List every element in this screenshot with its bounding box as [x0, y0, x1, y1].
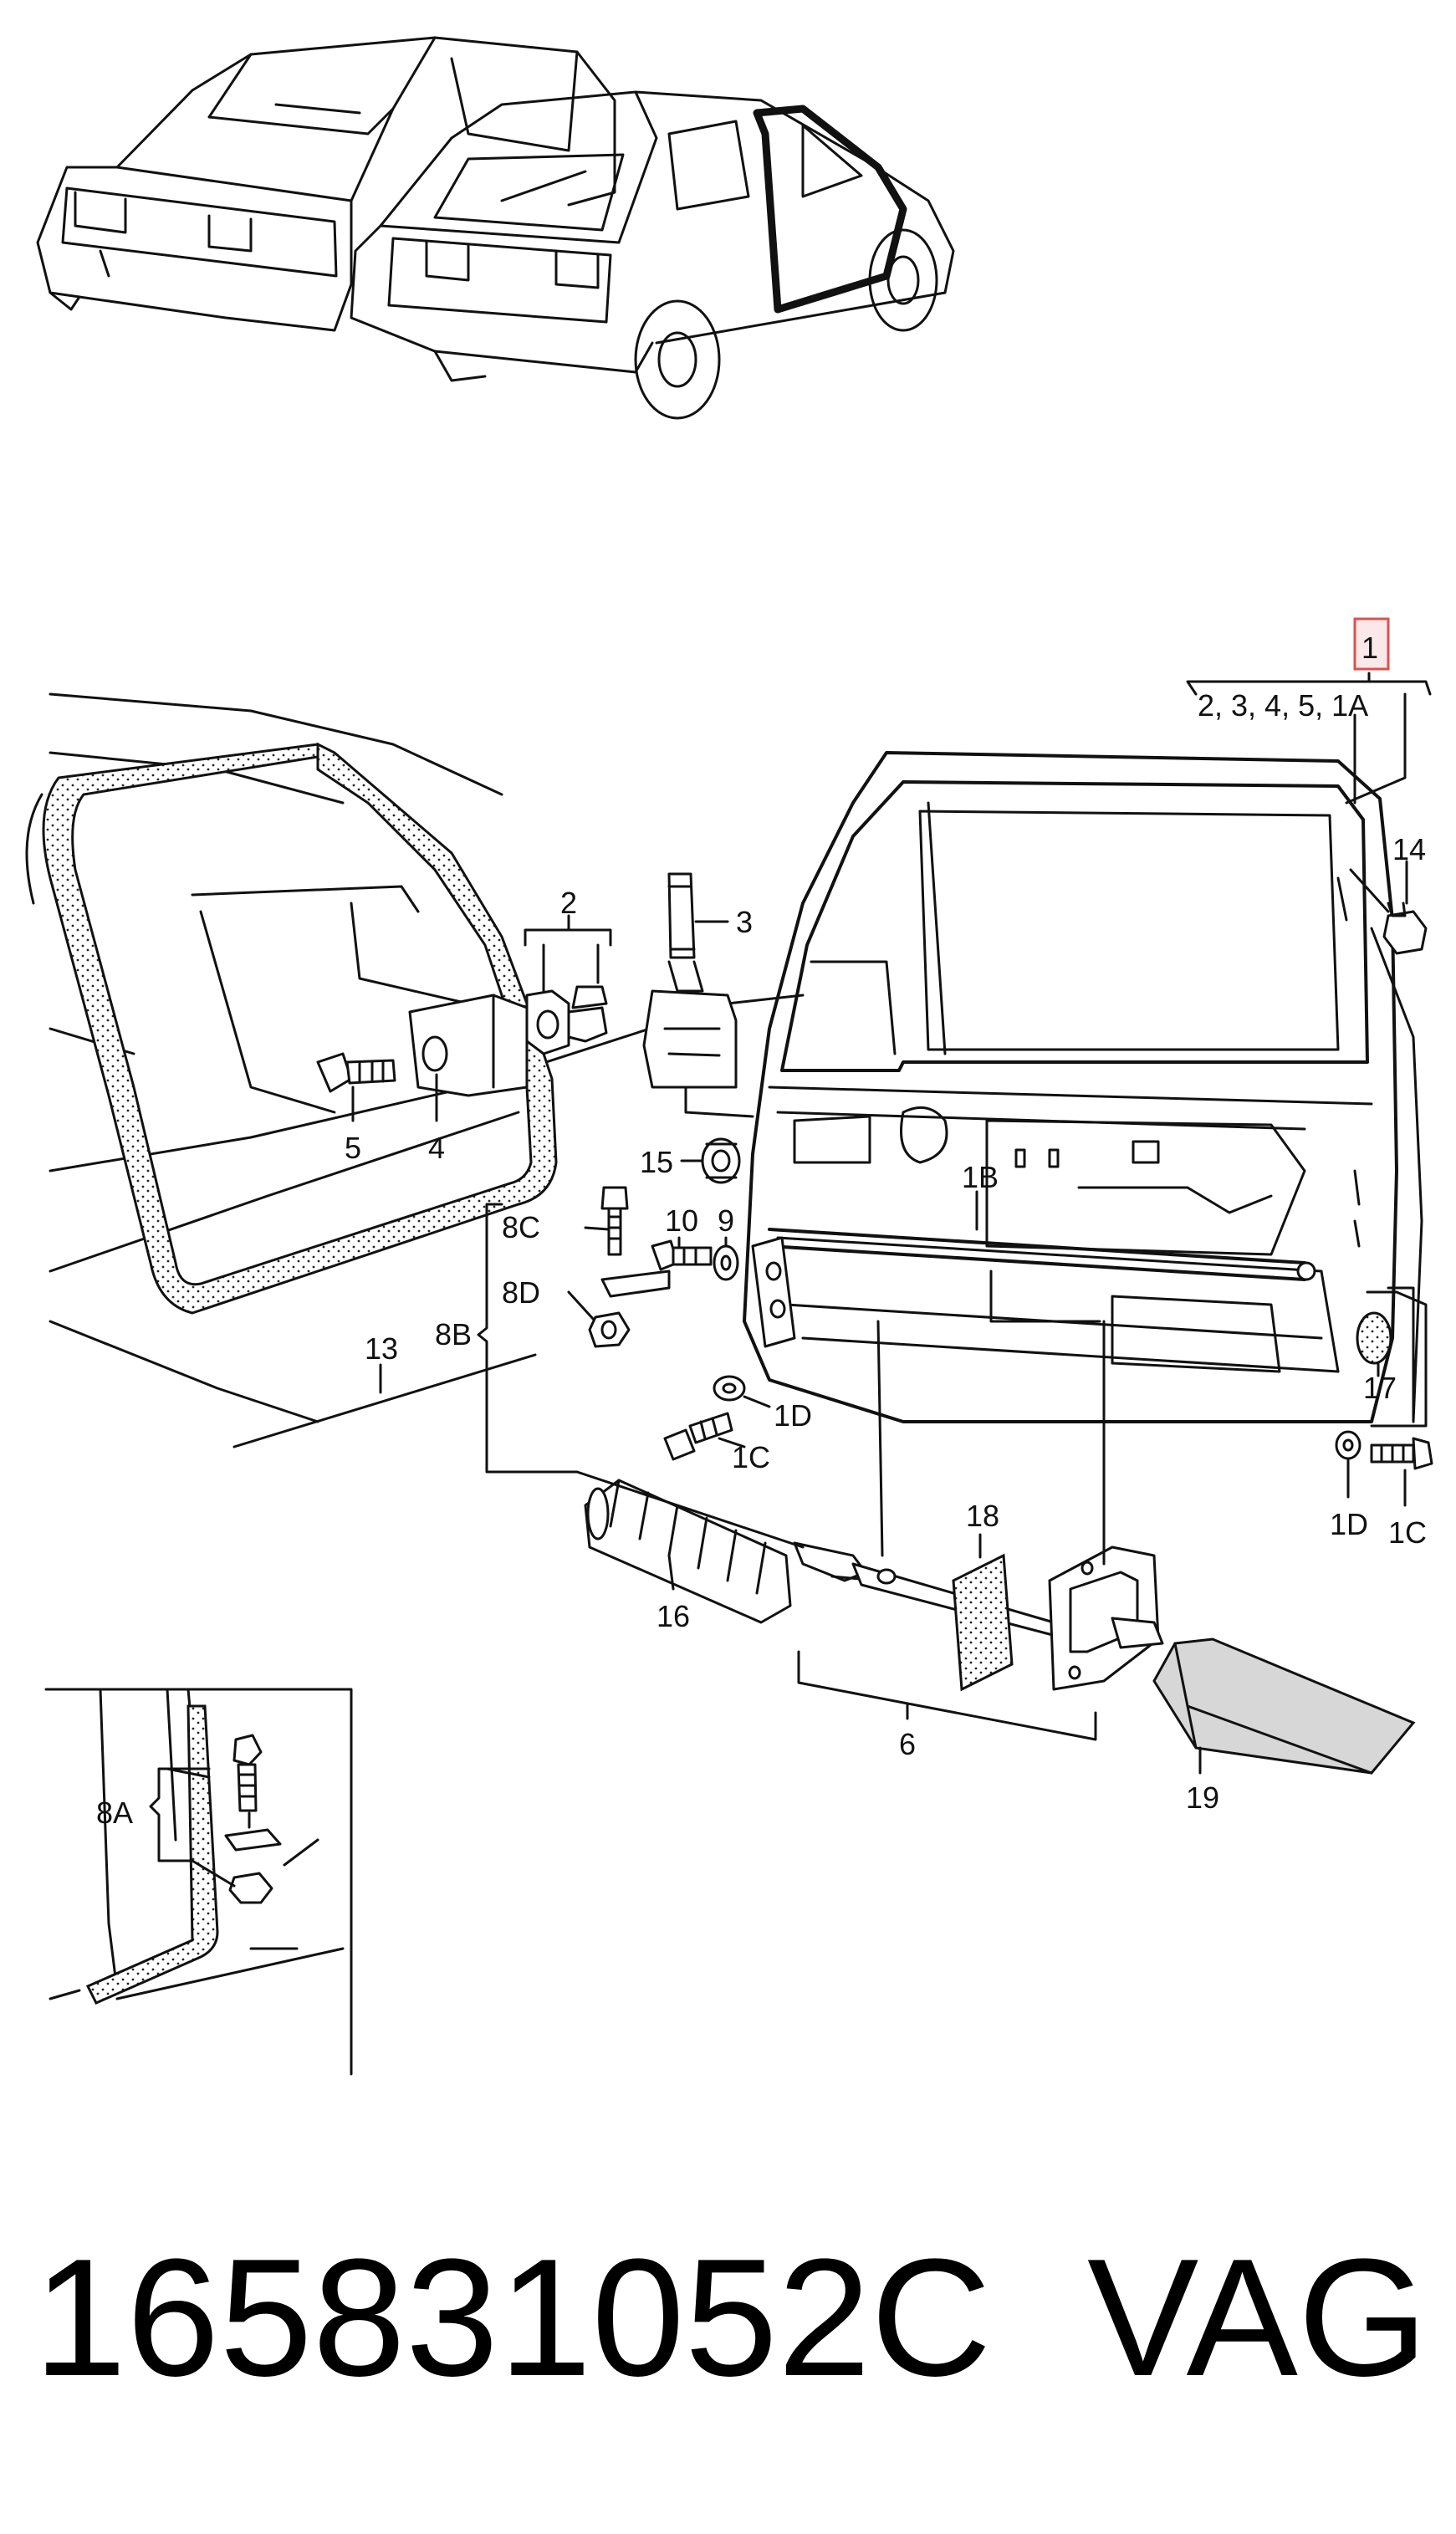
hinge-bracket-4 — [408, 994, 529, 1097]
nut-plate-8D — [588, 1270, 671, 1348]
highlight-box — [1353, 617, 1390, 671]
callout-labels: 1 2, 3, 4, 5, 1A 2 3 14 5 4 15 1B 10 9 8… — [96, 617, 1427, 1830]
grommet-15 — [701, 1137, 741, 1184]
gasket-18 — [952, 1553, 1014, 1692]
inset-detail-8A — [44, 1688, 353, 2076]
callout-19[interactable]: 19 — [1186, 1780, 1219, 1815]
wedge-19 — [1152, 1637, 1416, 1775]
callout-8C[interactable]: 8C — [502, 1210, 540, 1244]
sedan-illustration — [36, 36, 616, 332]
callout-1D-right[interactable]: 1D — [1330, 1507, 1368, 1541]
brand-label: VAG — [1087, 2225, 1428, 2411]
hinge-pin-3 — [642, 872, 754, 1118]
bolt-8C — [600, 1186, 629, 1256]
door-check-mount — [751, 1236, 796, 1348]
callout-16[interactable]: 16 — [656, 1599, 690, 1633]
callout-3[interactable]: 3 — [736, 905, 753, 939]
callout-5[interactable]: 5 — [345, 1131, 361, 1165]
callout-8D[interactable]: 8D — [502, 1275, 540, 1310]
leader-lines — [351, 672, 1432, 1775]
part-number: 165831052C — [33, 2225, 992, 2411]
callout-18[interactable]: 18 — [966, 1499, 999, 1533]
washer-1D-left — [713, 1375, 746, 1402]
washer-9 — [713, 1244, 739, 1281]
callout-13[interactable]: 13 — [365, 1331, 398, 1366]
callout-4[interactable]: 4 — [428, 1131, 445, 1165]
callout-1D-left[interactable]: 1D — [774, 1398, 812, 1433]
callout-8B[interactable]: 8B — [435, 1317, 472, 1351]
bolt-10 — [651, 1239, 713, 1271]
hatchback-illustration — [350, 90, 955, 420]
bolt-1C-right — [1370, 1437, 1433, 1470]
callout-1B[interactable]: 1B — [962, 1160, 999, 1194]
callout-8A[interactable]: 8A — [96, 1796, 133, 1830]
callout-17[interactable]: 17 — [1363, 1371, 1397, 1405]
body-side-with-seal — [25, 692, 805, 1448]
door-seal-13 — [42, 742, 558, 1315]
boot-16 — [584, 1479, 792, 1624]
washer-1D-right — [1335, 1430, 1361, 1460]
plug-17 — [1356, 1311, 1392, 1365]
bolt-1C-left — [663, 1412, 733, 1461]
callout-1[interactable]: 1 — [1361, 631, 1378, 665]
callout-1C-right[interactable]: 1C — [1388, 1515, 1427, 1550]
callout-15[interactable]: 15 — [640, 1145, 673, 1179]
callout-14[interactable]: 14 — [1392, 832, 1426, 866]
callout-1C-left[interactable]: 1C — [732, 1440, 770, 1474]
bolt-5 — [316, 1052, 396, 1093]
car-illustrations — [36, 36, 955, 420]
callout-9[interactable]: 9 — [718, 1203, 734, 1238]
check-housing — [1048, 1545, 1164, 1691]
door-check-strap-6 — [793, 1320, 1064, 1639]
callout-10[interactable]: 10 — [665, 1203, 698, 1238]
hinge-part-2 — [525, 985, 608, 1055]
callout-6[interactable]: 6 — [899, 1727, 916, 1761]
clip-14 — [1382, 902, 1428, 955]
callout-group: 2, 3, 4, 5, 1A — [1198, 688, 1368, 723]
callout-2[interactable]: 2 — [560, 886, 577, 920]
